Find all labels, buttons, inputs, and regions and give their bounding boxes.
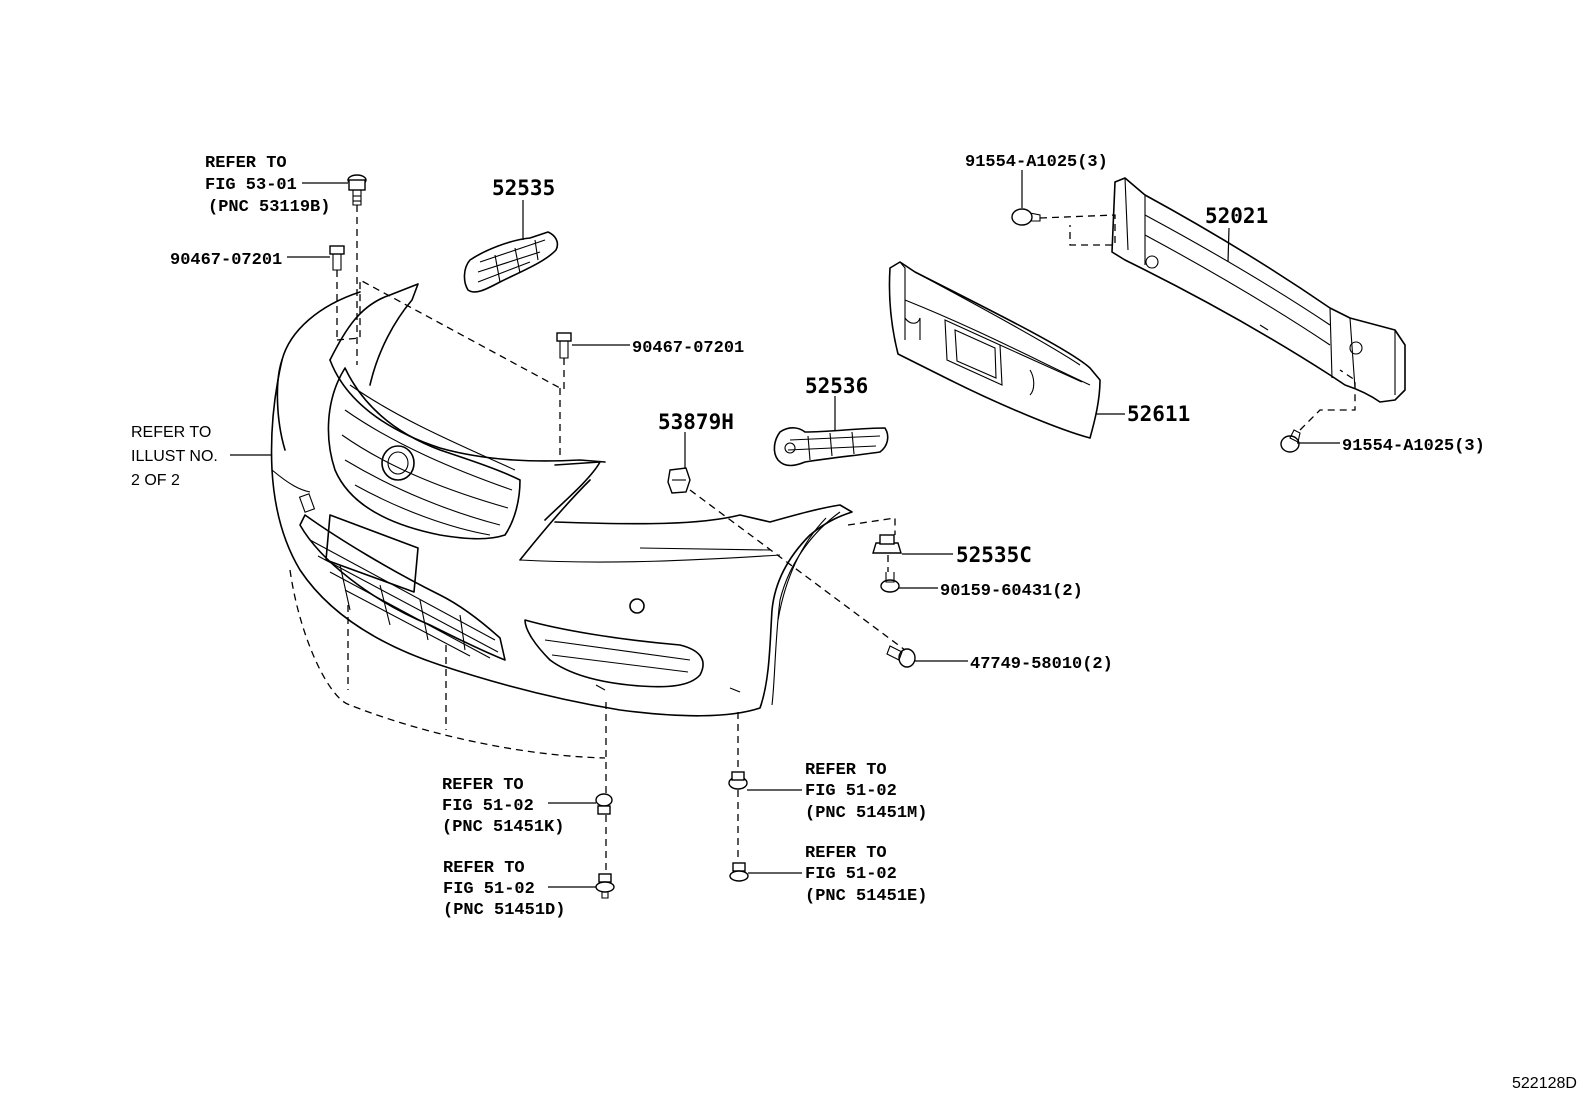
screw-90159[interactable] — [880, 572, 900, 593]
label-refer-51451m-l1: REFER TO — [805, 761, 887, 780]
label-refer-51451e-l1: REFER TO — [805, 844, 887, 863]
label-90159: 90159-60431(2) — [940, 582, 1083, 601]
bumper-cover-clip-53119b[interactable] — [347, 174, 367, 206]
label-refer-51451d-l1: REFER TO — [443, 859, 525, 878]
leader-lines — [230, 170, 1340, 888]
bumper-reinforcement[interactable] — [1111, 177, 1406, 403]
clip-90467-center[interactable] — [556, 332, 572, 359]
label-refer-51451m-l3: (PNC 51451M) — [805, 804, 927, 823]
label-52535c: 52535C — [956, 543, 1032, 567]
label-refer-51451d-l3: (PNC 51451D) — [443, 901, 565, 920]
energy-absorber[interactable] — [888, 261, 1101, 439]
label-refer-51451d-l2: FIG 51-02 — [443, 880, 535, 899]
bolt-91554-top[interactable] — [1011, 208, 1041, 226]
label-90467-left: 90467-07201 — [170, 251, 282, 270]
label-90467-center: 90467-07201 — [632, 339, 744, 358]
label-91554-bottom: 91554-A1025(3) — [1342, 437, 1485, 456]
screw-47749[interactable] — [886, 645, 916, 668]
label-refer-53119b-l3: (PNC 53119B) — [208, 198, 330, 217]
label-refer-illust-l2: ILLUST NO. — [131, 448, 218, 465]
front-bumper-bracket-right[interactable] — [773, 427, 889, 467]
label-refer-51451m-l2: FIG 51-02 — [805, 782, 897, 801]
clip-53879h[interactable] — [667, 467, 691, 494]
clip-51451e[interactable] — [729, 862, 749, 882]
label-52535: 52535 — [492, 176, 555, 200]
label-52611: 52611 — [1127, 402, 1190, 426]
label-47749: 47749-58010(2) — [970, 655, 1113, 674]
labels: REFER TO FIG 53-01 (PNC 53119B) 90467-07… — [131, 153, 1577, 1092]
label-refer-51451k-l3: (PNC 51451K) — [442, 818, 564, 837]
label-53879h: 53879H — [658, 410, 734, 434]
assembly-lines — [289, 205, 1356, 872]
diagram-id: 522128D — [1512, 1075, 1577, 1092]
label-refer-51451e-l2: FIG 51-02 — [805, 865, 897, 884]
label-refer-illust-l1: REFER TO — [131, 424, 211, 441]
label-refer-51451e-l3: (PNC 51451E) — [805, 887, 927, 906]
retainer-52535c[interactable] — [872, 534, 902, 554]
label-52536: 52536 — [805, 374, 868, 398]
label-refer-53119b-l1: REFER TO — [205, 154, 287, 173]
clip-51451m[interactable] — [728, 771, 748, 790]
clip-51451k[interactable] — [595, 793, 613, 815]
front-bumper-bracket-left[interactable] — [463, 231, 559, 293]
label-refer-51451k-l2: FIG 51-02 — [442, 797, 534, 816]
clip-90467-left[interactable] — [329, 245, 345, 271]
clip-51451d[interactable] — [595, 873, 615, 899]
bolt-91554-bottom[interactable] — [1280, 429, 1301, 453]
label-refer-51451k-l1: REFER TO — [442, 776, 524, 795]
label-refer-illust-l3: 2 OF 2 — [131, 472, 180, 489]
label-refer-53119b-l2: FIG 53-01 — [205, 176, 297, 195]
front-bumper-cover[interactable] — [270, 283, 853, 717]
label-52021: 52021 — [1205, 204, 1268, 228]
label-91554-top: 91554-A1025(3) — [965, 153, 1108, 172]
